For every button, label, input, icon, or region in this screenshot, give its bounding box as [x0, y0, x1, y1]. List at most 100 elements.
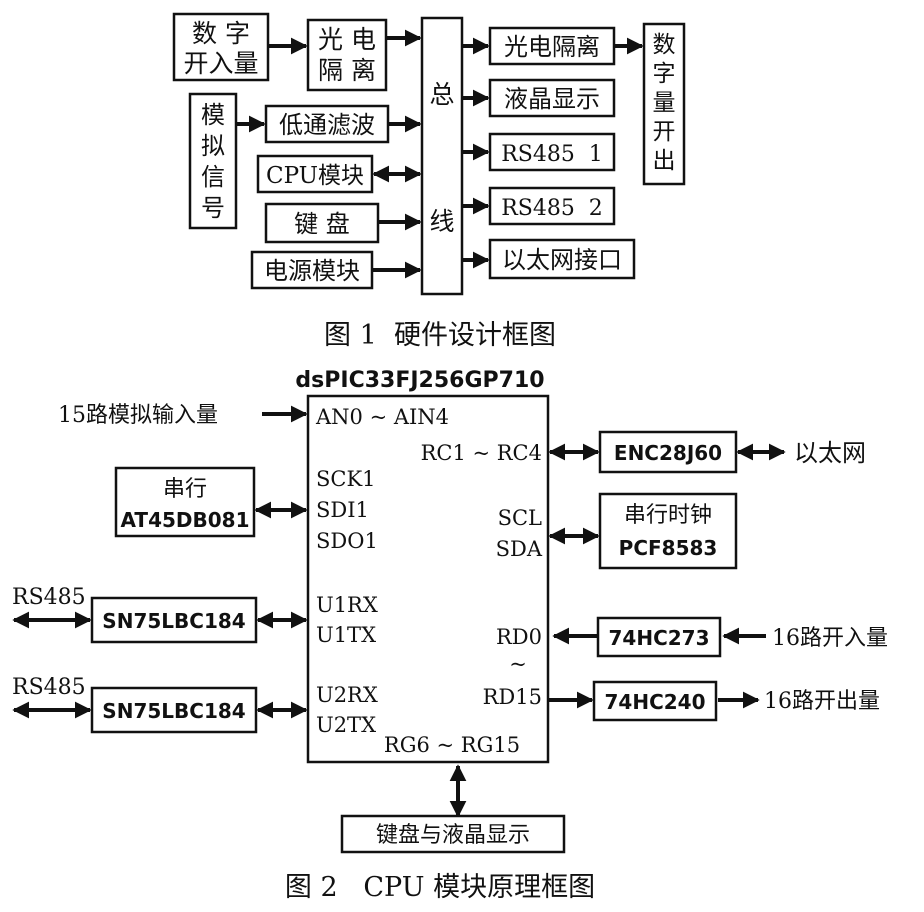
ethernet-interface-label: 以太网接口 [502, 246, 622, 274]
buffer-block: 74HC240 [592, 680, 718, 722]
chip-name: dsPIC33FJ256GP710 [295, 368, 544, 393]
serial-flash-block: 串行 AT45DB081 [114, 466, 256, 538]
pin-rd15: RD15 [483, 685, 542, 709]
digital-output-16-label: 16路开出量 [764, 689, 880, 714]
pin-u2tx: U2TX [316, 713, 376, 737]
latch-block: 74HC273 [596, 616, 722, 658]
pin-rd0: RD0 [496, 625, 542, 649]
lowpass-filter-box [264, 104, 390, 144]
digital-input-16-label: 16路开入量 [772, 626, 888, 651]
pin-scl: SCL [498, 506, 542, 530]
buffer-box [592, 680, 718, 722]
digital-output-char4: 开 [653, 119, 676, 145]
lowpass-filter-label: 低通滤波 [279, 111, 375, 139]
rs485-2-box [488, 186, 616, 226]
pin-u1tx: U1TX [316, 623, 376, 647]
pin-sdo1: SDO1 [316, 529, 378, 553]
serial-clock-line1: 串行时钟 [624, 503, 712, 528]
buffer-label: 74HC240 [605, 690, 706, 714]
ethernet-label: 以太网 [794, 439, 866, 467]
pin-rc: RC1 ~ RC4 [421, 441, 542, 465]
optical-isolation-left-box [306, 18, 388, 92]
lcd-label: 液晶显示 [504, 85, 600, 113]
optical-isolation-right-label: 光电隔离 [504, 33, 600, 61]
power-module-label: 电源模块 [264, 257, 360, 285]
optical-isolation-right-box [488, 26, 616, 66]
analog-signal-box [188, 92, 238, 230]
analog-signal-block: 模 拟 信 号 [188, 92, 238, 230]
latch-box [596, 616, 722, 658]
pin-u1rx: U1RX [316, 593, 378, 617]
figure-2-caption: 图 2 CPU 模块原理框图 [285, 872, 595, 903]
transceiver-1-box [90, 596, 258, 644]
analog-signal-char1: 模 [201, 101, 225, 129]
digital-output-char5: 出 [653, 148, 676, 174]
optical-isolation-right-block: 光电隔离 [488, 26, 616, 66]
transceiver-1-block: SN75LBC184 [90, 596, 258, 644]
digital-output-char1: 数 [653, 32, 676, 58]
pin-an: AN0 ~ AIN4 [315, 405, 449, 429]
digital-input-block: 数 字 开入量 [172, 12, 270, 82]
serial-clock-box [598, 492, 738, 570]
transceiver-1-label: SN75LBC184 [102, 609, 245, 633]
digital-output-char3: 量 [653, 90, 676, 116]
power-module-block: 电源模块 [250, 250, 374, 290]
enc28j60-block: ENC28J60 [598, 430, 738, 474]
digital-input-line1: 数 字 [192, 19, 250, 48]
lowpass-filter-block: 低通滤波 [264, 104, 390, 144]
analog-signal-char2: 拟 [201, 132, 225, 160]
rs485-label-2: RS485 [12, 675, 86, 700]
cpu-module-label: CPU模块 [266, 163, 364, 189]
rs485-1-label: RS485 1 [501, 142, 603, 167]
enc28j60-label: ENC28J60 [614, 441, 722, 465]
ethernet-interface-box [488, 238, 636, 280]
lcd-block: 液晶显示 [488, 78, 616, 118]
digital-output-char2: 字 [653, 61, 676, 87]
optical-isolation-left-line2: 隔 离 [318, 56, 376, 85]
analog-signal-char3: 信 [201, 163, 225, 191]
serial-flash-line2: AT45DB081 [121, 508, 250, 532]
rs485-1-block: RS485 1 [488, 132, 616, 172]
rs485-2-block: RS485 2 [488, 186, 616, 226]
cpu-module-block: CPU模块 [256, 154, 374, 194]
figure-1-caption: 图 1 硬件设计框图 [324, 320, 556, 351]
pin-range-tilde: ~ [509, 652, 527, 676]
pin-u2rx: U2RX [316, 683, 378, 707]
rs485-label-1: RS485 [12, 585, 86, 610]
bus-box [420, 16, 464, 296]
digital-input-line2: 开入量 [183, 49, 258, 78]
optical-isolation-left-line1: 光 电 [318, 25, 376, 54]
analog-input-label: 15路模拟输入量 [58, 403, 218, 428]
figure-1: 数 字 开入量 光 电 隔 离 模 拟 信 号 低通滤波 CPU模块 [172, 12, 686, 351]
ethernet-interface-block: 以太网接口 [488, 238, 636, 280]
transceiver-2-label: SN75LBC184 [102, 699, 245, 723]
serial-clock-line2: PCF8583 [619, 536, 718, 560]
bus-block: 总 线 [420, 16, 464, 296]
keyboard-block: 键 盘 [264, 202, 380, 244]
serial-flash-line1: 串行 [163, 477, 207, 502]
pin-sck1: SCK1 [316, 467, 376, 491]
keyboard-lcd-box [340, 814, 566, 854]
digital-output-box [642, 22, 686, 186]
serial-flash-box [114, 466, 256, 538]
pin-rg: RG6 ~ RG15 [384, 733, 520, 757]
figure-2: dsPIC33FJ256GP710 AN0 ~ AIN4 SCK1 SDI1 S… [12, 368, 888, 903]
bus-char1: 总 [429, 80, 454, 109]
optical-isolation-left-block: 光 电 隔 离 [306, 18, 388, 92]
keyboard-lcd-block: 键盘与液晶显示 [340, 814, 566, 854]
enc28j60-box [598, 430, 738, 474]
transceiver-2-block: SN75LBC184 [90, 686, 258, 734]
bus-char2: 线 [429, 207, 454, 236]
transceiver-2-box [90, 686, 258, 734]
latch-label: 74HC273 [609, 626, 710, 650]
cpu-module-box [256, 154, 374, 194]
keyboard-label: 键 盘 [294, 210, 350, 238]
pin-sda: SDA [496, 537, 543, 561]
analog-signal-char4: 号 [201, 194, 225, 222]
lcd-box [488, 78, 616, 118]
digital-input-box [172, 12, 270, 82]
digital-output-block: 数 字 量 开 出 [642, 22, 686, 186]
rs485-1-box [488, 132, 616, 172]
